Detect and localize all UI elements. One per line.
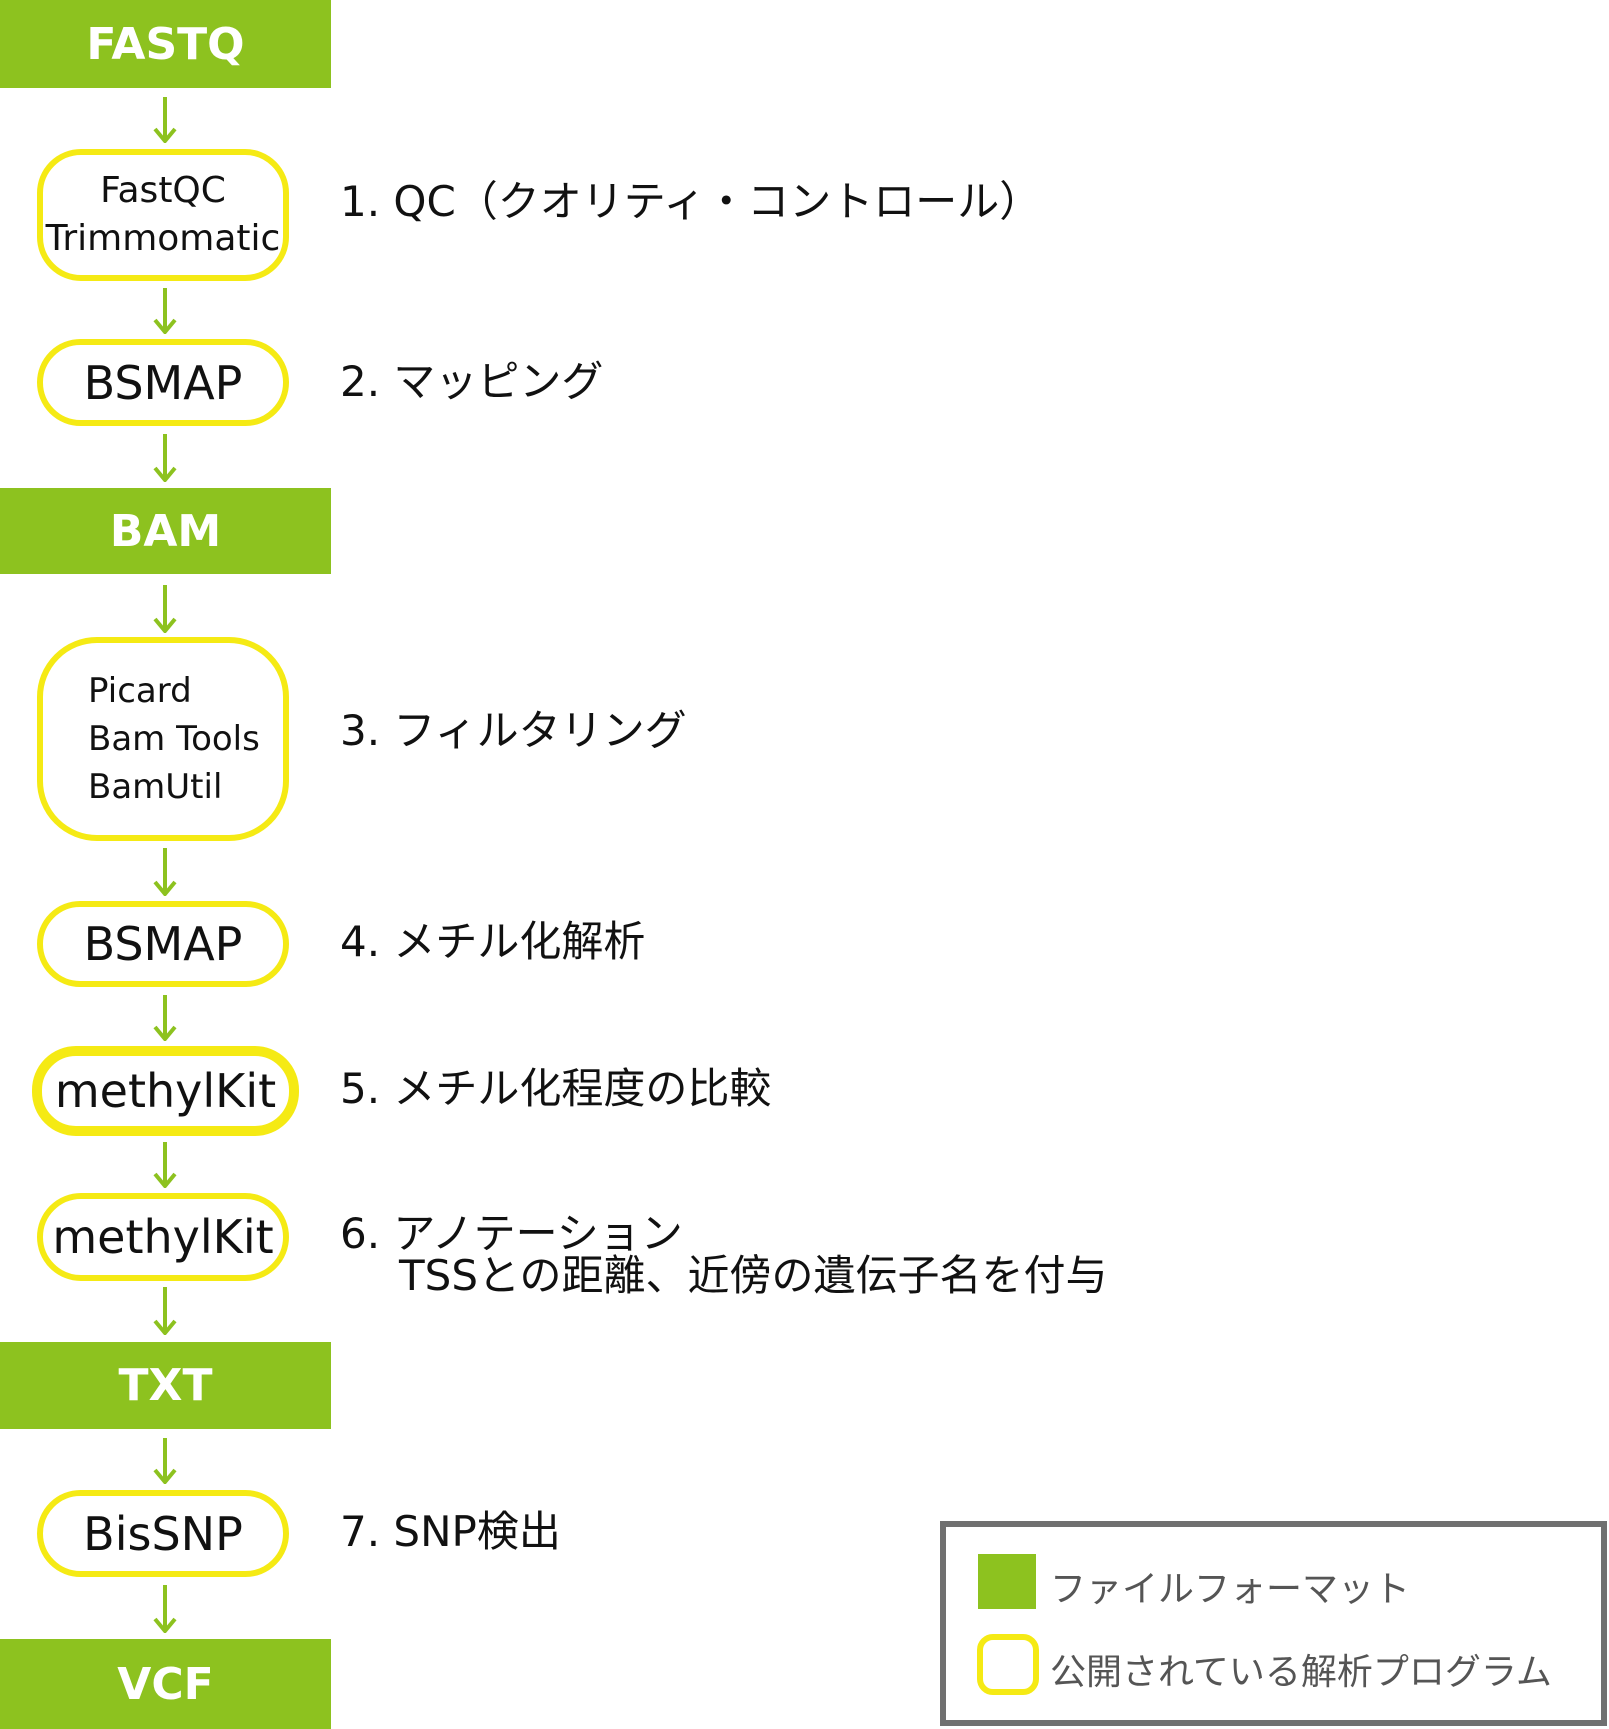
legend-format-swatch	[978, 1554, 1036, 1609]
program-qc: FastQC Trimmomatic	[37, 149, 289, 281]
program-name: Picard	[88, 671, 192, 711]
program-name: methylKit	[54, 1064, 277, 1118]
program-name: FastQC	[100, 170, 226, 211]
format-bam: BAM	[0, 488, 331, 574]
legend-format-label: ファイルフォーマット	[1050, 1569, 1411, 1610]
arrow-down-icon	[153, 288, 177, 334]
step-1-label: 1. QC（クオリティ・コントロール）	[340, 177, 1042, 226]
program-name: Bam Tools	[88, 719, 260, 759]
step-7-label: 7. SNP検出	[340, 1507, 561, 1556]
program-methylkit-compare: methylKit	[32, 1046, 299, 1136]
format-label: VCF	[117, 1658, 214, 1710]
program-name: BSMAP	[83, 917, 243, 971]
legend-program-label: 公開されている解析プログラム	[1050, 1652, 1552, 1693]
arrow-down-icon	[153, 585, 177, 633]
program-name: Trimmomatic	[45, 218, 281, 259]
arrow-down-icon	[153, 1585, 177, 1633]
arrow-down-icon	[153, 97, 177, 143]
program-name: BamUtil	[88, 767, 223, 807]
program-bissnp: BisSNP	[37, 1490, 289, 1577]
program-name: BisSNP	[83, 1506, 243, 1561]
format-fastq: FASTQ	[0, 0, 331, 88]
step-4-label: 4. メチル化解析	[340, 917, 646, 966]
legend: ファイルフォーマット 公開されている解析プログラム	[940, 1521, 1607, 1726]
step-2-label: 2. マッピング	[340, 357, 604, 406]
arrow-down-icon	[153, 434, 177, 482]
format-label: FASTQ	[86, 18, 245, 70]
step-5-label: 5. メチル化程度の比較	[340, 1064, 772, 1113]
program-bsmap-methylation: BSMAP	[37, 901, 289, 987]
format-label: TXT	[118, 1360, 213, 1411]
program-name: methylKit	[52, 1210, 274, 1264]
format-vcf: VCF	[0, 1639, 331, 1729]
program-bsmap-mapping: BSMAP	[37, 339, 289, 426]
program-name: BSMAP	[83, 355, 243, 410]
arrow-down-icon	[153, 1142, 177, 1188]
arrow-down-icon	[153, 1287, 177, 1335]
step-6-detail: TSSとの距離、近傍の遺伝子名を付与	[399, 1251, 1108, 1300]
step-6-label: 6. アノテーション	[340, 1209, 683, 1258]
arrow-down-icon	[153, 848, 177, 896]
program-filter: Picard Bam Tools BamUtil	[37, 637, 289, 841]
format-txt: TXT	[0, 1342, 331, 1429]
arrow-down-icon	[153, 995, 177, 1041]
program-methylkit-annotation: methylKit	[37, 1193, 289, 1281]
legend-program-swatch	[977, 1634, 1039, 1695]
format-label: BAM	[109, 505, 222, 557]
arrow-down-icon	[153, 1438, 177, 1484]
step-3-label: 3. フィルタリング	[340, 706, 687, 755]
